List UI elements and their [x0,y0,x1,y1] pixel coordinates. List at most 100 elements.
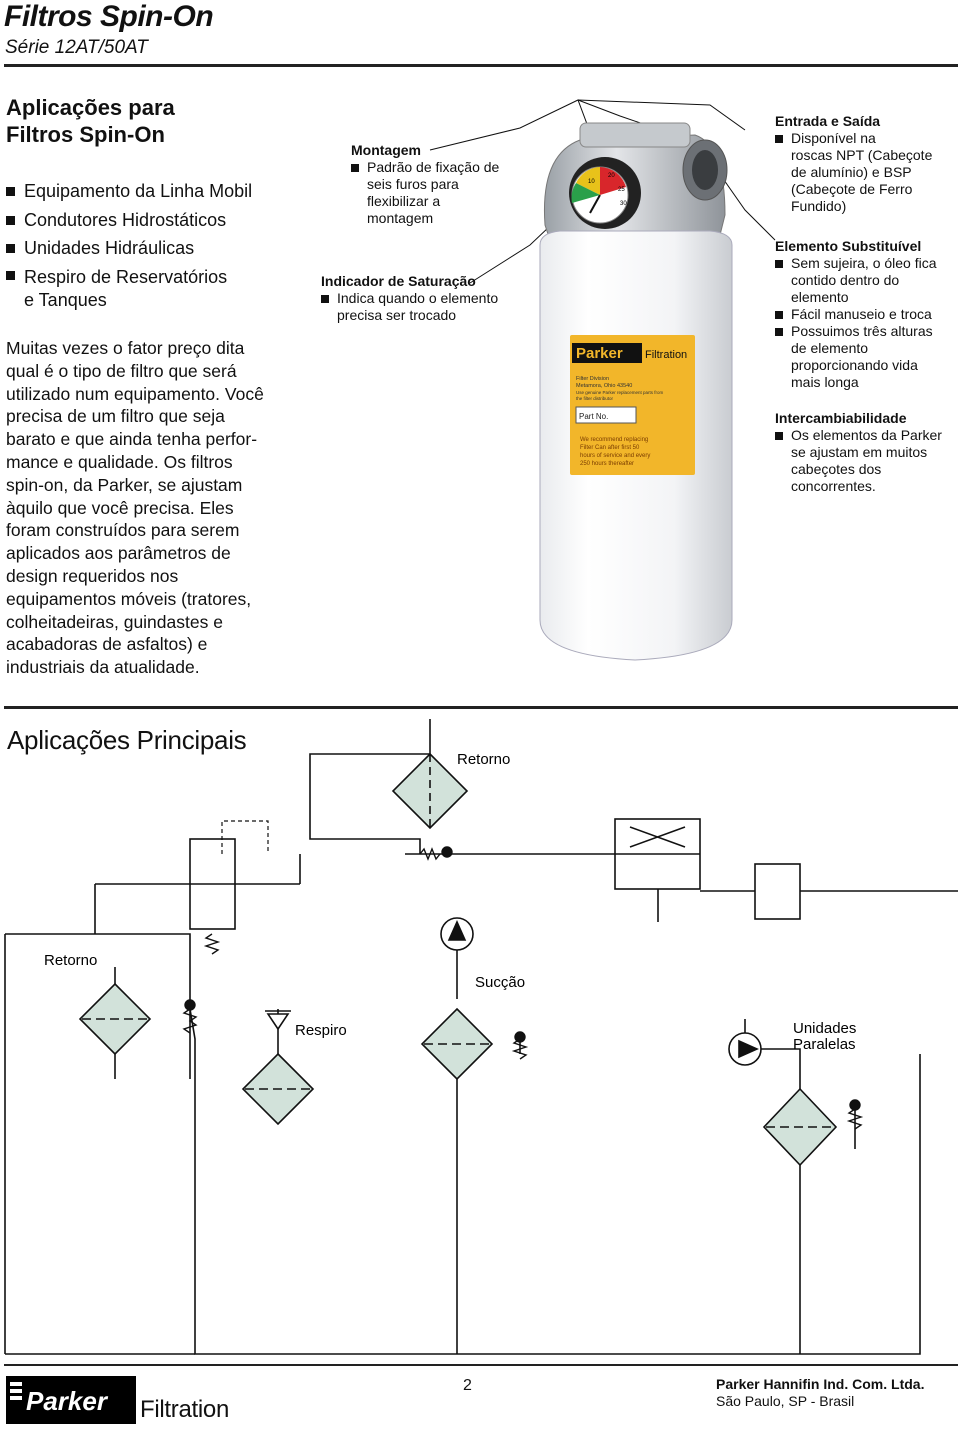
callout-item: Padrão de fixação de seis furos para fle… [351,159,521,227]
callout-line: Disponível na [791,130,876,146]
callout-item: Possuimos três alturas de elemento propo… [775,323,960,391]
gauge-tick: 10 [588,179,595,185]
label-text: Filter Division [576,376,609,382]
callout-line: concorrentes. [791,478,876,494]
callout-elemento: Elemento Substituível Sem sujeira, o óle… [775,238,960,391]
label-text: Metamora, Ohio 43540 [576,383,632,389]
check-valve-icon [849,1099,861,1111]
filter-symbols [78,752,838,1167]
paragraph-line: industriais da atualidade. [6,657,200,678]
paragraph-line: colheitadeiras, guindastes e [6,611,223,632]
paragraph-line: utilizado num equipamento. Você [6,383,264,404]
callout-line: de elemento [791,340,869,356]
list-item-text: e Tanques [24,289,107,310]
label-brand: Parker [576,345,623,362]
logo-filtration: Filtration [140,1396,230,1423]
gauge-tick: 30 [620,201,627,207]
paragraph-line: spin-on, da Parker, se ajustam [6,474,243,495]
callout-line: (Cabeçote de Ferro [791,181,913,197]
square-bullet-icon [321,295,329,303]
callout-line: precisa ser trocado [337,307,457,323]
hydraulic-diagram: Retorno Retorno Sucção Respiro Unidades … [4,719,958,1355]
label-text: Use genuine Parker replacement parts fro… [576,390,664,395]
callout-heading: Indicador de Saturação [321,273,476,289]
spring-valve-symbols [182,846,864,1130]
section-divider [4,706,958,709]
label-retorno-left: Retorno [44,952,97,969]
list-item: Condutores Hidrostáticos [6,206,296,235]
square-bullet-icon [775,135,783,143]
applications-paragraph: Muitas vezes o fator preço dita qual é o… [6,337,298,679]
page-subtitle: Série 12AT/50AT [5,37,148,58]
paragraph-line: barato e que ainda tenha perfor- [6,429,258,450]
callout-line: cabeçotes dos [791,461,882,477]
callout-line: seis furos para [367,176,459,192]
top-divider [4,64,958,67]
list-item-text: Equipamento da Linha Mobil [24,181,253,201]
company-name: Parker Hannifin Ind. Com. Ltda. [716,1376,925,1392]
callout-line: montagem [367,210,434,226]
callout-item: Os elementos da Parker se ajustam em mui… [775,427,960,495]
callout-line: elemento [791,289,849,305]
square-bullet-icon [6,270,15,280]
applications-heading-line1: Aplicações para [6,95,175,120]
label-text: We recommend replacing [580,437,648,443]
applications-list: Equipamento da Linha Mobil Condutores Hi… [6,177,296,315]
callout-line: roscas NPT (Cabeçote [791,147,933,163]
paragraph-line: aplicados aos parâmetros de [6,543,231,564]
callout-line: proporcionando vida [791,357,918,373]
check-valve-icon [514,1031,526,1043]
label-succao: Sucção [475,974,525,991]
callout-line: contido dentro do [791,272,900,288]
square-bullet-icon [351,164,359,172]
square-bullet-icon [6,187,15,196]
callout-item: Indica quando o elemento precisa ser tro… [321,290,521,324]
list-item-text: Unidades Hidráulicas [24,238,195,258]
square-bullet-icon [775,328,783,336]
label-retorno-top: Retorno [457,751,510,768]
callout-heading: Entrada e Saída [775,113,881,129]
paragraph-line: Muitas vezes o fator preço dita [6,338,245,358]
callout-line: se ajustam em muitos [791,444,928,460]
gauge-tick: 25 [618,187,625,193]
label-text: Filter Can after first 50 [580,445,640,451]
gauge-tick: 20 [608,173,615,179]
callout-montagem: Montagem Padrão de fixação de seis furos… [351,142,521,227]
paragraph-line: equipamentos móveis (tratores, [6,588,252,609]
callout-item: Sem sujeira, o óleo fica contido dentro … [775,255,960,306]
label-part-no: Part No. [579,412,608,421]
label-text: hours of service and every [580,453,650,459]
paragraph-line: àquilo que você precisa. Eles [6,497,234,518]
list-item-text: Respiro de Reservatórios [24,266,228,287]
paragraph-line: qual é o tipo de filtro que será [6,360,237,381]
label-unidades: Unidades [793,1020,856,1037]
applications-heading: Aplicações para Filtros Spin-On [6,94,266,148]
footer-divider [4,1364,958,1366]
list-item: Unidades Hidráulicas [6,234,296,263]
callout-line: Fundido) [791,198,847,214]
applications-heading-line2: Filtros Spin-On [6,122,165,147]
square-bullet-icon [775,432,783,440]
callout-item: Fácil manuseio e troca [775,306,960,323]
list-item-text: Condutores Hidrostáticos [24,209,227,230]
callout-heading: Montagem [351,142,421,158]
diagram-heading: Aplicações Principais [7,725,247,755]
callout-item: Disponível na roscas NPT (Cabeçote de al… [775,130,960,215]
callout-indicador: Indicador de Saturação Indica quando o e… [321,273,521,324]
footer-company: Parker Hannifin Ind. Com. Ltda. São Paul… [716,1376,924,1410]
paragraph-line: acabadoras de asfaltos) e [6,634,208,655]
callout-heading: Intercambiabilidade [775,410,907,426]
paragraph-line: design requeridos nos [6,565,179,586]
check-valve-icon [184,999,196,1011]
label-brand-suffix: Filtration [645,349,687,361]
callout-heading: Elemento Substituível [775,238,922,254]
pilot-line [221,820,269,854]
paragraph-line: mance e qualidade. Os filtros [6,451,233,472]
callout-leader-lines [429,99,776,284]
company-location: São Paulo, SP - Brasil [716,1393,855,1409]
label-text: 250 hours thereafter [580,461,634,467]
paragraph-line: foram construídos para serem [6,520,240,541]
callout-line: Indica quando o elemento [337,290,499,306]
label-text: the filter distributor [576,396,614,401]
